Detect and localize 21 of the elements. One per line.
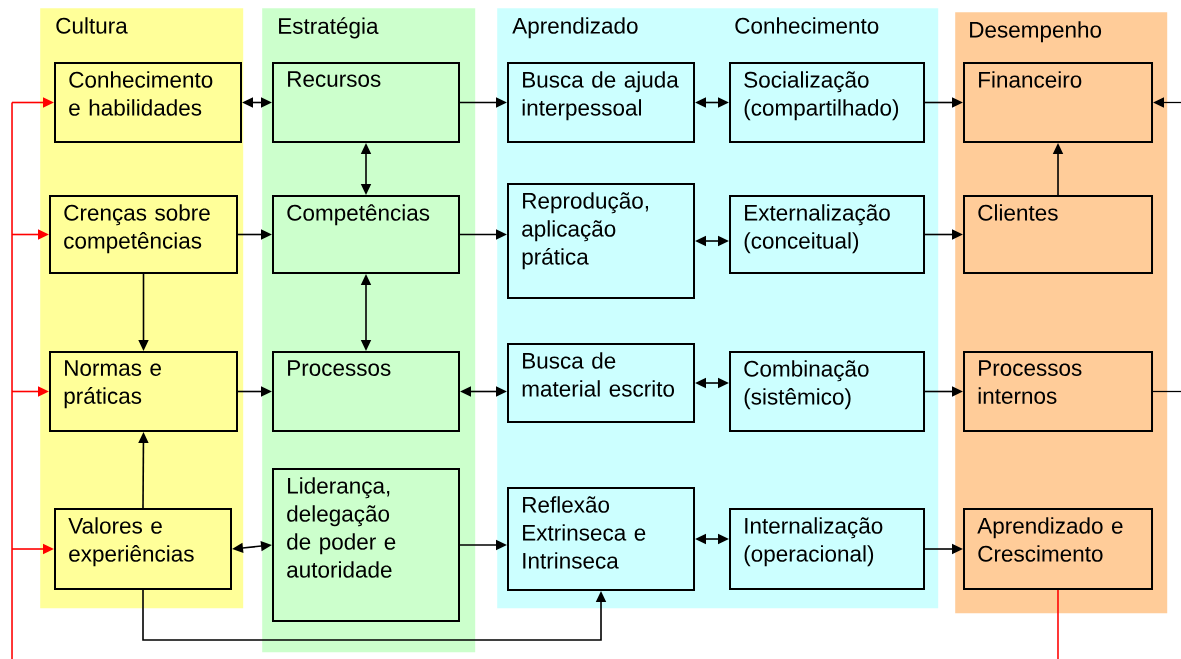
process-box: Processos internos xyxy=(963,351,1153,432)
process-box: Socialização (compartilhado) xyxy=(729,62,925,143)
process-box: Crenças sobre competências xyxy=(49,195,238,274)
process-box: Combinação (sistêmico) xyxy=(729,351,925,432)
process-box: Reflexão Extrinseca e Intrinseca xyxy=(507,487,695,591)
process-box: Conhecimento e habilidades xyxy=(54,62,242,143)
process-box: Valores e experiências xyxy=(54,508,232,590)
process-box: Externalização (conceitual) xyxy=(729,195,925,274)
process-box: Recursos xyxy=(272,62,460,143)
process-box: Aprendizado e Crescimento xyxy=(963,508,1153,590)
process-box: Competências xyxy=(272,195,460,274)
process-box: Clientes xyxy=(963,195,1153,274)
feedback-line xyxy=(11,101,13,659)
process-box: Busca de ajuda interpessoal xyxy=(507,62,695,143)
process-box: Reprodução, aplicação prática xyxy=(507,183,695,299)
process-box: Financeiro xyxy=(963,62,1153,143)
process-box: Processos xyxy=(272,351,460,432)
process-box: Busca de material escrito xyxy=(507,343,695,423)
process-box: Liderança, delegação de poder e autoridade xyxy=(272,468,460,622)
process-box: Normas e práticas xyxy=(49,351,238,432)
process-box: Internalização (operacional) xyxy=(729,508,925,590)
